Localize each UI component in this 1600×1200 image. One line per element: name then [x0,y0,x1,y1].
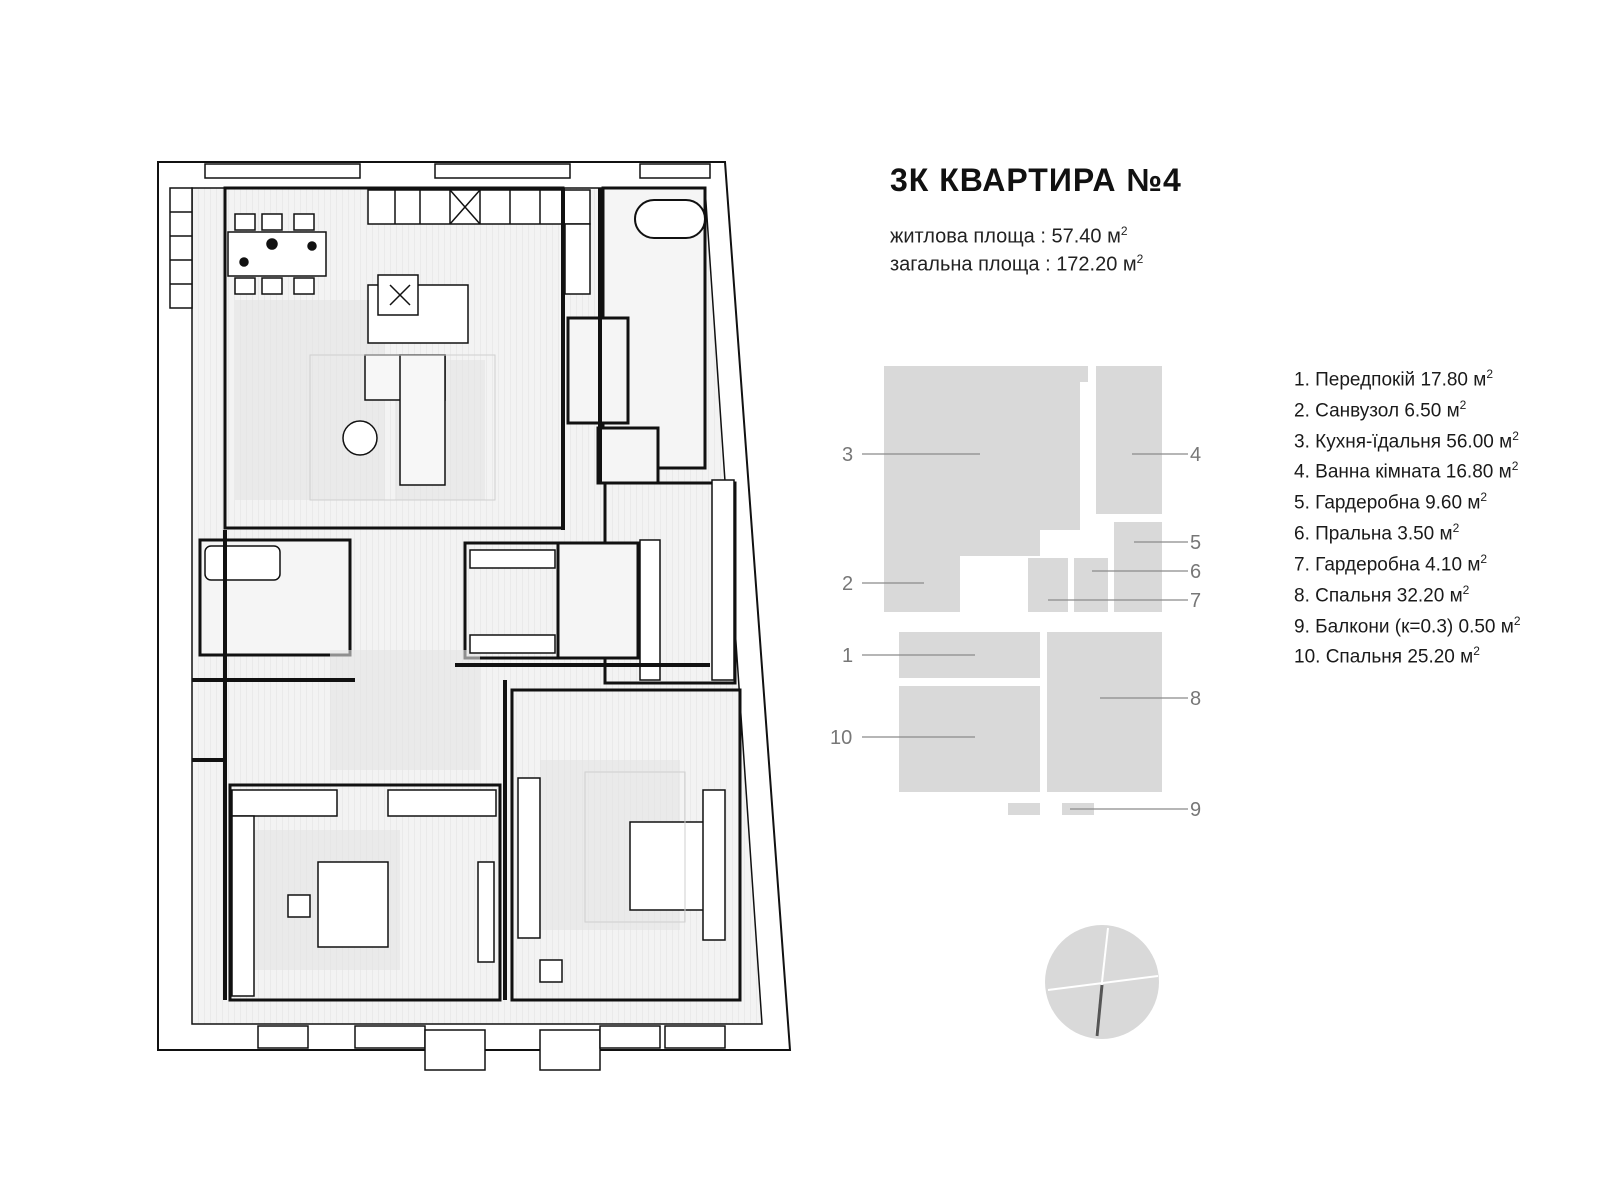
unit-power: 2 [1120,224,1128,238]
legend-item: 10. Спальня 25.20 м2 [1294,644,1480,668]
living-area-value: 57.40 м [1051,225,1121,248]
living-area: житлова площа : 57.40 м2 [890,224,1128,249]
rug [309,354,496,501]
key-number-5: 5 [1190,532,1201,554]
leader-lines [862,453,1188,810]
zone-3 [884,366,1088,612]
legend-item: 8. Спальня 32.20 м2 [1294,582,1470,607]
compass-icon [1045,925,1159,1039]
legend-item: 1. Передпокій 17.80 м2 [1294,367,1494,391]
apartment-title: 3К КВАРТИРА №4 [890,162,1182,198]
floor-plan [157,161,792,1071]
dining-table [227,213,327,295]
legend-item: 9. Балкони (к=0.3) 0.50 м2 [1294,613,1521,637]
zone-4 [1096,366,1162,514]
room-laundry [596,426,660,485]
partition-walls [192,188,710,1000]
key-number-6: 6 [1190,561,1201,583]
wardrobe-shelves [469,479,735,681]
total-area-value: 172.20 м [1056,253,1137,276]
kitchen-cabinets [367,189,591,295]
legend-item: 2. Санвузол 6.50 м2 [1294,397,1467,422]
legend-item: 4. Ванна кімната 16.80 м2 [1294,459,1519,483]
zone-2 [884,556,954,612]
zone-6 [1074,558,1108,612]
zone-8 [1047,632,1162,792]
key-number-3: 3 [842,444,853,466]
total-area: загальна площа : 172.20 м2 [890,252,1143,277]
key-number-2: 2 [842,573,853,595]
zone-10 [899,686,1040,792]
legend-item: 6. Пральна 3.50 м2 [1294,521,1460,545]
key-number-4: 4 [1190,444,1201,466]
zone-9a [1008,803,1040,815]
room-legend: 1. Передпокій 17.80 м2 2. Санвузол 6.50 … [1294,362,1521,670]
bathtub-main [634,199,706,239]
zones [884,366,1162,815]
total-area-label: загальна площа : [890,253,1057,276]
key-number-9: 9 [1190,799,1201,821]
key-number-8: 8 [1190,688,1201,710]
bottom-windows [257,1025,726,1071]
room-key-diagram: 3 4 5 6 7 2 1 10 8 9 [830,366,1201,821]
legend-item: 7. Гардеробна 4.10 м2 [1294,551,1488,576]
bedroom-8-furniture [517,771,726,983]
bathtub-small [204,545,281,581]
key-number-1: 1 [842,645,853,667]
key-number-10: 10 [830,727,852,749]
legend-item: 3. Кухня-їдальня 56.00 м2 [1294,428,1519,452]
room-utility [556,541,640,660]
kitchen-island [367,274,469,344]
key-numbers: 3 4 5 6 7 2 1 10 8 9 [830,444,1201,821]
coffee-table [342,420,378,456]
zone-5 [1114,522,1162,612]
left-shelves [169,187,193,309]
bedroom-10-furniture [231,789,497,997]
unit-power: 2 [1136,252,1144,266]
key-number-7: 7 [1190,590,1201,612]
legend-item: 5. Гардеробна 9.60 м2 [1294,490,1488,514]
top-windows [204,163,711,179]
zone-7 [1028,558,1068,612]
living-area-label: житлова площа : [890,225,1052,248]
